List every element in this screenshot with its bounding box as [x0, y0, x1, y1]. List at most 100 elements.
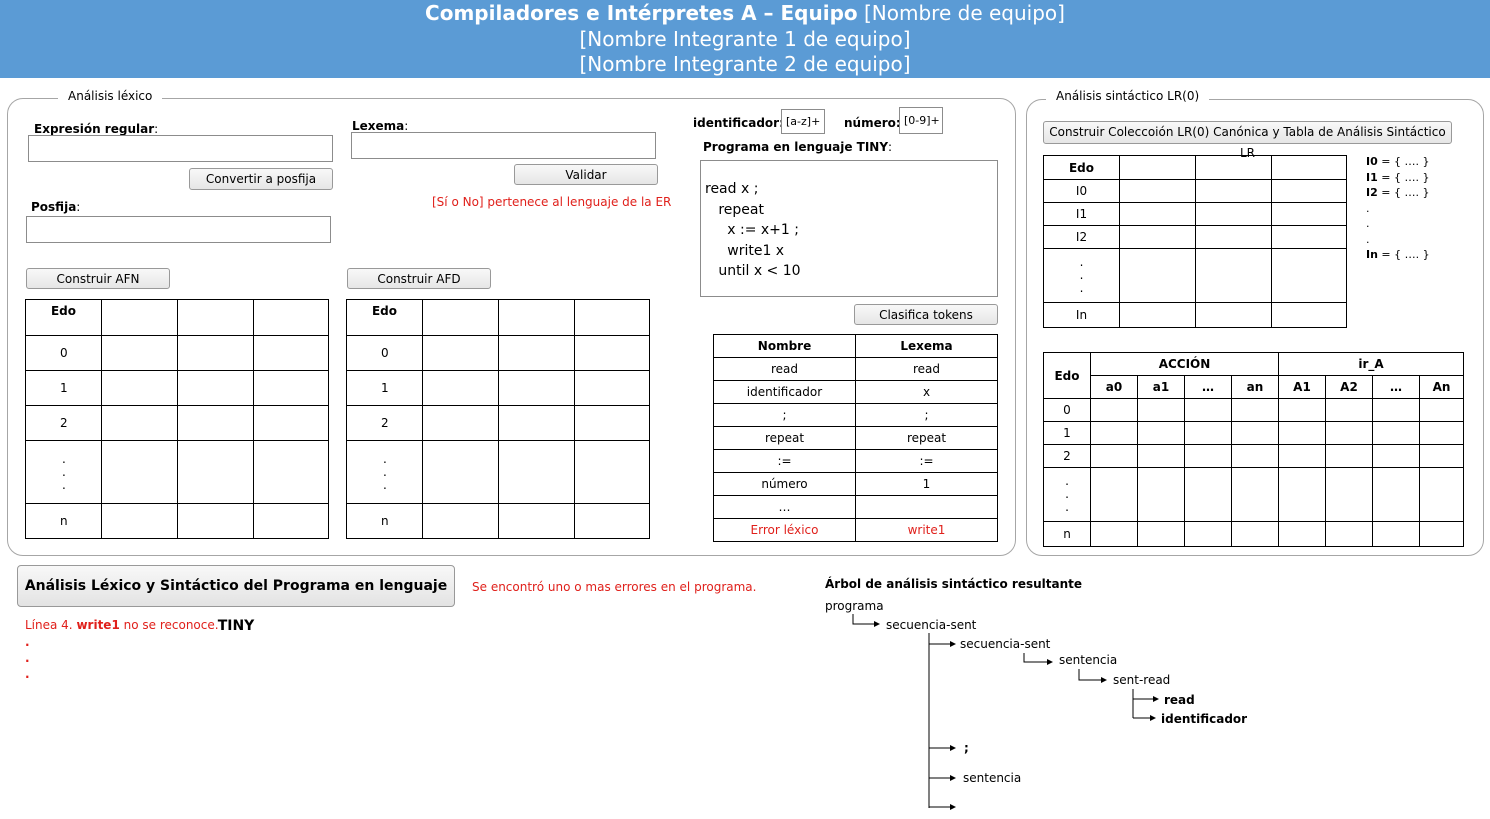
- table-cell: [1090, 398, 1138, 422]
- state-name: I2: [1043, 225, 1120, 249]
- table-row: Edo ACCIÓN ir_A: [1043, 352, 1464, 399]
- tree-node-sent-read: sent-read: [1113, 673, 1171, 687]
- lr-row-state: 1: [1043, 421, 1091, 445]
- number-regex-field[interactable]: [0-9]+: [899, 107, 943, 134]
- table-cell: [253, 503, 329, 539]
- table-cell: [1278, 521, 1326, 547]
- table-row: 1: [25, 370, 329, 406]
- build-afn-button[interactable]: Construir AFN: [26, 268, 170, 289]
- table-row: In: [1043, 302, 1347, 328]
- table-row: I1: [1043, 202, 1347, 226]
- table-cell: [1090, 421, 1138, 445]
- item-set-ellipsis: .: [1366, 232, 1370, 246]
- table-cell: [1419, 467, 1464, 522]
- program-code-textarea[interactable]: read x ; repeat x := x+1 ; write1 x unti…: [700, 160, 998, 297]
- table-cell: [574, 503, 650, 539]
- afd-table: Edo 0 1 2 . . . n: [346, 299, 650, 539]
- table-cell: [1184, 398, 1232, 422]
- tree-edge: [1023, 653, 1053, 665]
- table-cell: [1119, 248, 1196, 303]
- team-name: [Nombre de equipo]: [864, 1, 1065, 25]
- table-cell: [253, 440, 329, 504]
- afn-row-state: 2: [25, 405, 102, 441]
- regex-input[interactable]: [28, 135, 333, 162]
- table-cell: [574, 440, 650, 504]
- error-ellipsis: . . .: [25, 634, 30, 682]
- table-cell: [1119, 155, 1196, 180]
- token-lexeme: :=: [855, 449, 998, 473]
- member-2: [Nombre Integrante 2 de equipo]: [579, 52, 911, 76]
- table-cell: [1184, 467, 1232, 522]
- lr-goto-col: A1: [1278, 375, 1326, 399]
- error-token: write1: [76, 618, 120, 632]
- validate-button[interactable]: Validar: [514, 164, 658, 185]
- table-cell: [253, 370, 329, 406]
- title-line: Compiladores e Intérpretes A – Equipo [N…: [0, 1, 1490, 27]
- table-cell: [1325, 467, 1373, 522]
- lexeme-input[interactable]: [351, 132, 656, 159]
- tree-node-sentencia: sentencia: [1059, 653, 1118, 667]
- table-cell: [498, 503, 575, 539]
- table-row: Edo: [25, 299, 329, 336]
- token-lexeme: x: [855, 380, 998, 404]
- table-row: n: [1043, 521, 1464, 547]
- afd-row-state: 1: [346, 370, 423, 406]
- table-cell: [101, 370, 178, 406]
- table-cell: [574, 335, 650, 371]
- table-cell: [1119, 179, 1196, 203]
- table-cell: [1419, 521, 1464, 547]
- run-analysis-button[interactable]: Análisis Léxico y Sintáctico del Program…: [17, 565, 455, 634]
- table-cell: [1278, 421, 1326, 445]
- table-cell: [177, 335, 254, 371]
- table-cell: [574, 370, 650, 406]
- member-1: [Nombre Integrante 1 de equipo]: [579, 26, 911, 51]
- table-cell: [177, 370, 254, 406]
- table-row: Nombre Lexema: [713, 334, 998, 358]
- tree-node-read: read: [1164, 693, 1195, 707]
- table-cell: [1195, 179, 1272, 203]
- item-set: I2 = { …. }: [1366, 186, 1430, 199]
- title-bar: Compiladores e Intérpretes A – Equipo [N…: [0, 0, 1490, 78]
- lexical-analysis-legend: Análisis léxico: [58, 89, 163, 103]
- postfix-input[interactable]: [26, 216, 331, 243]
- identifier-label: identificador:: [693, 116, 784, 130]
- syntactic-analysis-legend: Análisis sintáctico LR(0): [1046, 89, 1210, 103]
- table-row: 1: [346, 370, 650, 406]
- table-cell: [1195, 155, 1272, 180]
- postfix-label: Posfija:: [31, 200, 81, 214]
- table-cell: [1119, 202, 1196, 226]
- token-error-lexeme: write1: [855, 518, 998, 542]
- table-row: a0 a1 … an A1 A2 … An: [1044, 375, 1464, 399]
- classify-tokens-button[interactable]: Clasifica tokens: [854, 304, 998, 325]
- identifier-regex-field[interactable]: [a-z]+: [781, 109, 825, 134]
- lr-row-state: n: [1043, 521, 1091, 547]
- item-set: I0 = { …. }: [1366, 155, 1430, 168]
- token-name: :=: [713, 449, 856, 473]
- afn-row-state: n: [25, 503, 102, 539]
- table-cell: [422, 503, 499, 539]
- convert-postfix-button[interactable]: Convertir a posfija: [189, 168, 333, 190]
- table-cell: [1231, 467, 1279, 522]
- table-cell: [253, 405, 329, 441]
- program-label: Programa en lenguaje TINY:: [703, 140, 893, 154]
- error-ellipsis-line: .: [25, 667, 30, 681]
- table-cell: [1278, 467, 1326, 522]
- table-cell: [1271, 248, 1347, 303]
- table-row: 2: [1043, 444, 1464, 468]
- tree-node-semicolon: ;: [964, 741, 969, 755]
- analysis-status: Se encontró uno o mas errores en el prog…: [472, 580, 757, 594]
- table-cell: [1184, 521, 1232, 547]
- table-cell: [101, 503, 178, 539]
- error-line-suffix: no se reconoce.: [123, 618, 219, 632]
- build-afd-button[interactable]: Construir AFD: [347, 268, 491, 289]
- tree-node-programa: programa: [825, 599, 884, 613]
- lr-header-state: Edo: [1043, 352, 1091, 399]
- table-row: n: [346, 503, 650, 539]
- tree-node-secuencia-sent-2: secuencia-sent: [960, 637, 1051, 651]
- tree-edge: [1078, 669, 1107, 683]
- table-cell: [1271, 302, 1347, 328]
- table-cell: [1325, 421, 1373, 445]
